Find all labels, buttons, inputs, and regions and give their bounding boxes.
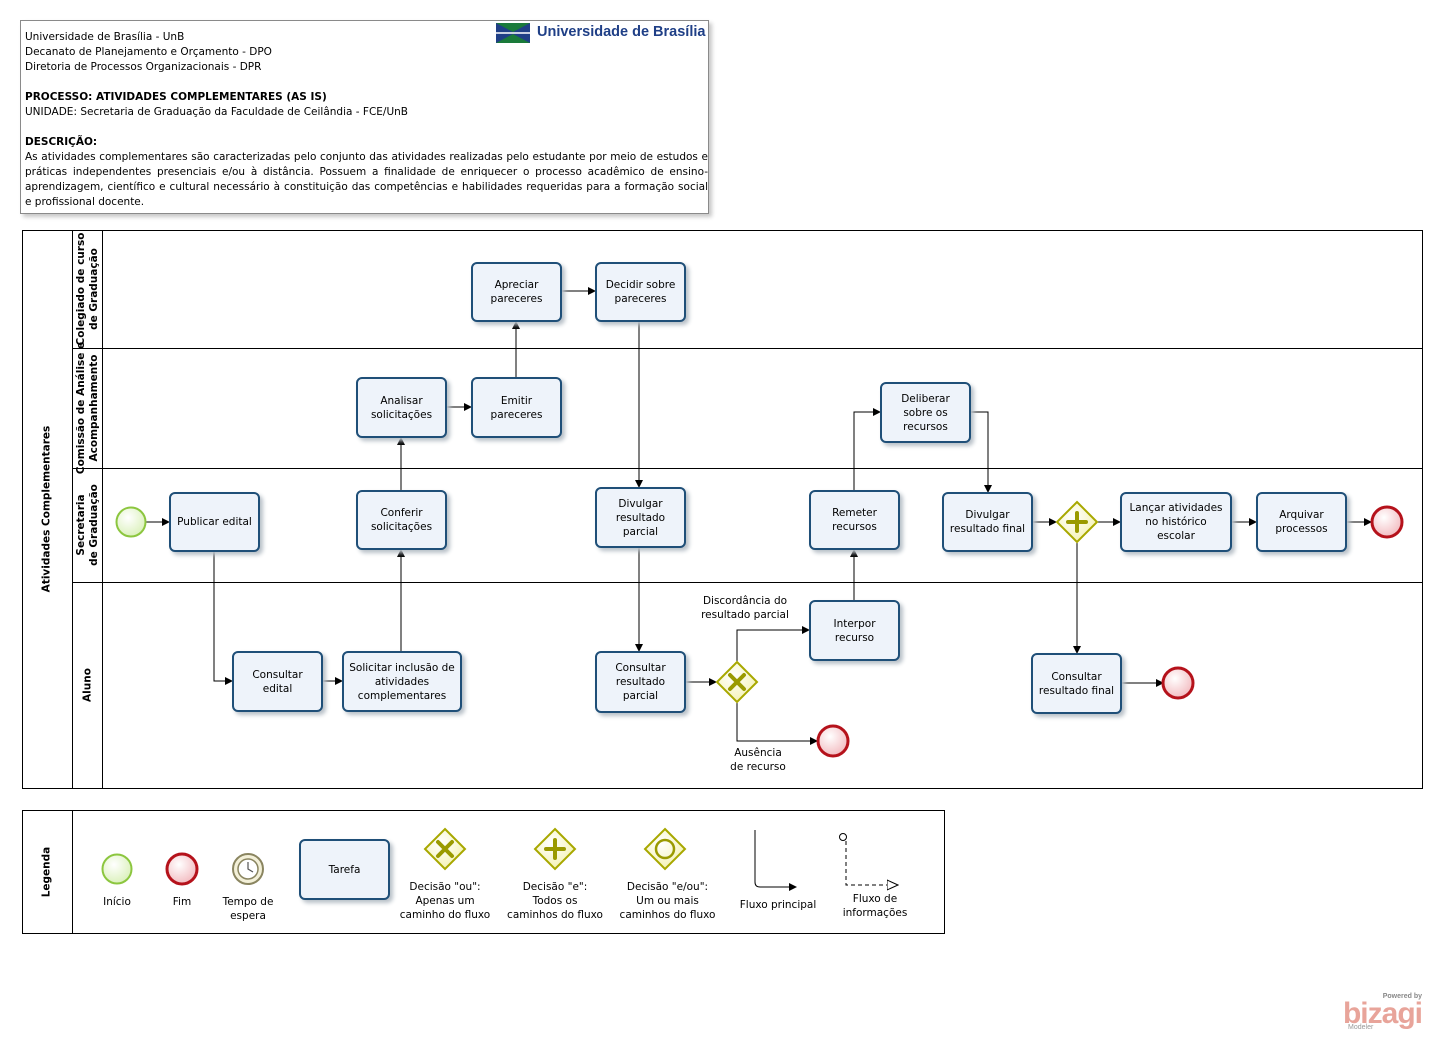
task-solicitar-inclusao[interactable]: Solicitar inclusão de atividades complem… [342,651,462,712]
powered-by: Powered by [1382,993,1422,1000]
bizagi-product: Modeler [1348,1024,1374,1031]
flow-publicar-consultar [213,552,233,685]
legend-and-icon [533,827,577,871]
gateway-exclusive [715,660,759,704]
header-line-2: Decanato de Planejamento e Orçamento - D… [25,46,272,58]
legend-info-flow-label: Fluxo de informações [842,893,908,919]
description-text: As atividades complementares são caracte… [25,151,708,208]
legend-main-flow-label: Fluxo principal [739,899,817,911]
lane-label-comissao: Comissão de Análise e Acompanhamento [75,341,100,475]
task-divulgar-resultado-final[interactable]: Divulgar resultado final [942,492,1033,552]
task-publicar-edital[interactable]: Publicar edital [169,492,260,552]
sequence-flows [146,287,1372,745]
gateway-parallel [1055,500,1099,544]
events [115,505,1404,758]
legend-or-icon [643,827,687,871]
unb-logo-icon [496,23,530,43]
header-line-3: Diretoria de Processos Organizacionais -… [25,61,262,73]
start-event [115,506,147,538]
bizagi-logo-text: bizagi [1342,997,1423,1030]
legend-box [22,810,945,934]
task-emitir-pareceres[interactable]: Emitir pareceres [471,377,562,438]
flow-gateway-end [736,702,818,745]
legend-info-flow-icon [839,833,899,886]
flow-label-ausencia: Ausência de recurso [730,747,786,773]
task-remeter-recursos[interactable]: Remeter recursos [809,490,900,550]
legend-timer-label: Tempo de espera [222,896,274,922]
legend-start-label: Início [103,896,131,908]
logo-text: Universidade de Brasília [537,24,706,40]
lane-label-aluno: Aluno [81,668,94,702]
legend-xor-icon [423,827,467,871]
legend-xor-label: Decisão "ou": Apenas um caminho do fluxo [399,881,491,921]
unb-logo: Universidade de Brasília [496,23,708,43]
legend-or-label: Decisão "e/ou": Um ou mais caminhos do f… [619,881,716,921]
legend-start-icon [101,853,133,885]
end-event-archive [1370,505,1404,539]
process-header: Universidade de Brasília - UnB Decanato … [20,20,709,214]
flow-label-discordancia: Discordância do resultado parcial [701,595,789,621]
flow-deliberar-divulgar-final [971,411,992,493]
header-line-1: Universidade de Brasília - UnB [25,31,185,43]
process-title: PROCESSO: ATIVIDADES COMPLEMENTARES (AS … [25,91,327,103]
description-title: DESCRIÇÃO: [25,136,98,148]
end-event-no-appeal [816,724,850,758]
task-consultar-resultado-final[interactable]: Consultar resultado final [1031,653,1122,714]
pool-label: Atividades Complementares [40,425,53,593]
task-divulgar-resultado-parcial[interactable]: Divulgar resultado parcial [595,487,686,548]
legend-and-label: Decisão "e": Todos os caminhos do fluxo [507,881,603,921]
legend-title: Legenda [40,846,53,898]
flow-gateway-interpor [736,626,810,663]
legend-timer-icon [232,853,264,885]
task-conferir-solicitacoes[interactable]: Conferir solicitações [356,490,447,550]
task-arquivar-processos[interactable]: Arquivar processos [1256,492,1347,552]
task-decidir-pareceres[interactable]: Decidir sobre pareceres [595,262,686,322]
legend-end-label: Fim [172,896,192,908]
task-lancar-atividades[interactable]: Lançar atividades no histórico escolar [1120,492,1232,552]
flow-remeter-deliberar [853,408,881,490]
legend-end-icon [165,852,199,886]
end-event-final-result [1161,666,1195,700]
bizagi-watermark: Powered by bizagi Modeler [1332,993,1423,1039]
legend-task-sample: Tarefa [299,839,390,900]
unit-label: UNIDADE: Secretaria de Graduação da Facu… [25,106,408,118]
legend-main-flow-icon [754,830,797,891]
lane-label-secretaria: Secretaria de Graduação [75,484,100,566]
task-interpor-recurso[interactable]: Interpor recurso [809,600,900,661]
task-analisar-solicitacoes[interactable]: Analisar solicitações [356,377,447,438]
lane-label-colegiado: Colegiado de curso de Graduação [75,232,100,346]
task-deliberar-recursos[interactable]: Deliberar sobre os recursos [880,382,971,443]
task-consultar-resultado-parcial[interactable]: Consultar resultado parcial [595,651,686,713]
task-apreciar-pareceres[interactable]: Apreciar pareceres [471,262,562,322]
task-consultar-edital[interactable]: Consultar edital [232,651,323,712]
